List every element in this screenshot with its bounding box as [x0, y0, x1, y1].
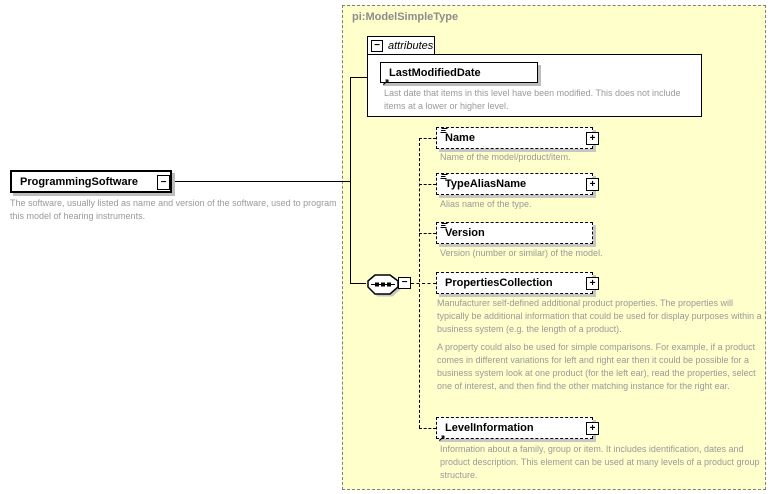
element-label: TypeAliasName — [445, 178, 527, 190]
element-description: Version (number or similar) of the model… — [440, 248, 603, 258]
expand-toggle[interactable]: + — [586, 132, 599, 145]
connector-line-dashed — [411, 283, 436, 284]
connector-line — [350, 77, 351, 283]
element-box-name[interactable]: Name + — [436, 127, 599, 149]
expand-toggle[interactable]: + — [586, 277, 599, 290]
element-description: Name of the model/product/item. — [440, 152, 571, 162]
attributes-collapse-toggle[interactable]: − — [371, 40, 383, 52]
root-element-description: The software, usually listed as name and… — [10, 198, 337, 221]
annotation-lines-icon — [439, 217, 448, 235]
attributes-tab[interactable]: − attributes — [367, 36, 435, 55]
expand-toggle[interactable]: + — [586, 178, 599, 191]
connector-line — [171, 181, 351, 182]
reference-arrow-icon: ↗ — [438, 433, 446, 443]
sequence-icon[interactable] — [364, 271, 402, 302]
connector-line-dashed — [419, 138, 420, 428]
element-description: Manufacturer self-defined additional pro… — [437, 298, 762, 334]
element-box-levelinformation[interactable]: ↗ LevelInformation + — [436, 417, 599, 443]
expand-toggle[interactable]: + — [586, 422, 599, 435]
element-label: LevelInformation — [445, 422, 534, 434]
element-box-propertiescollection[interactable]: PropertiesCollection + — [436, 272, 599, 294]
attribute-box-lastmodifieddate[interactable]: ↗ LastModifiedDate — [380, 62, 538, 87]
element-description: Information about a family, group or ite… — [440, 444, 760, 480]
element-label: Version — [445, 227, 485, 239]
connector-line-dashed — [419, 428, 436, 429]
element-description: A property could also be used for simple… — [437, 342, 756, 391]
element-box-typealiasname[interactable]: TypeAliasName + — [436, 173, 599, 195]
reference-arrow-icon: ↗ — [382, 77, 390, 87]
attribute-label: LastModifiedDate — [389, 66, 481, 79]
attributes-tab-label: attributes — [388, 40, 434, 52]
element-box-version[interactable]: Version — [436, 222, 593, 244]
root-element-label: ProgrammingSoftware — [20, 175, 138, 188]
type-panel-title: pi:ModelSimpleType — [352, 11, 459, 23]
element-label: PropertiesCollection — [445, 277, 553, 289]
root-element-box[interactable]: ProgrammingSoftware − — [10, 170, 172, 193]
element-label: Name — [445, 132, 475, 144]
annotation-lines-icon — [439, 168, 448, 186]
connector-line — [350, 77, 367, 78]
connector-line — [350, 283, 366, 284]
element-description: Alias name of the type. — [440, 199, 532, 209]
attribute-description: Last date that items in this level have … — [384, 88, 681, 111]
annotation-lines-icon — [439, 122, 448, 140]
connector-line-dashed — [419, 233, 436, 234]
sequence-collapse-toggle[interactable]: − — [398, 277, 411, 289]
collapse-toggle[interactable]: − — [157, 175, 170, 190]
connector-line-dashed — [419, 184, 436, 185]
connector-line-dashed — [419, 138, 436, 139]
